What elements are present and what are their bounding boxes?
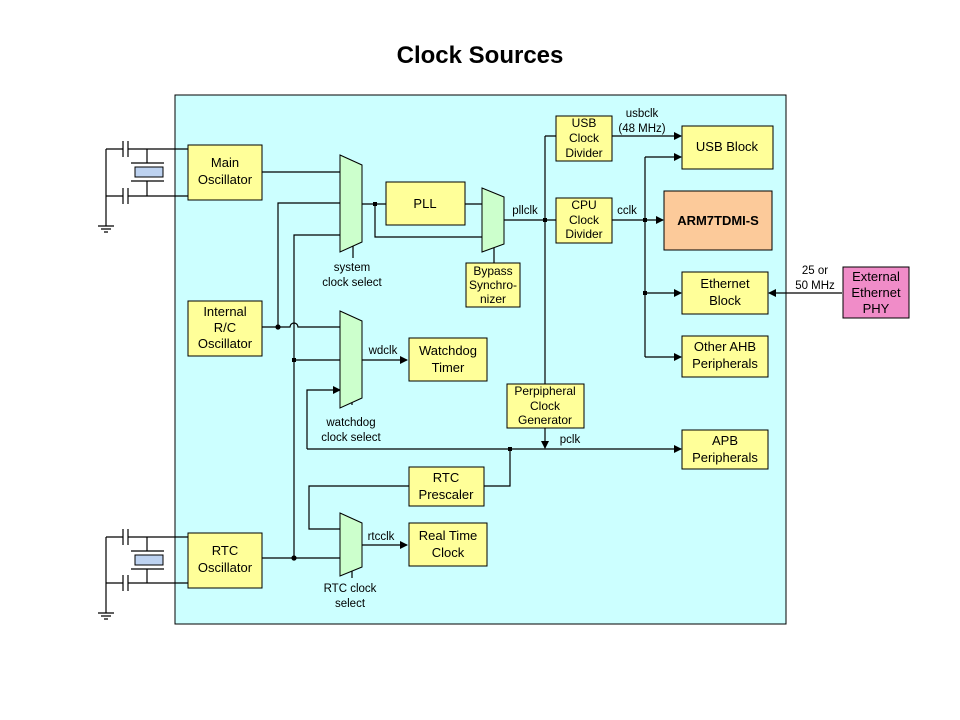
label-cclk: cclk bbox=[617, 205, 637, 217]
block-label: Timer bbox=[432, 360, 465, 375]
block-label: USB bbox=[572, 116, 597, 130]
block-label: Real Time bbox=[419, 528, 478, 543]
block-usb: USB Block bbox=[681, 125, 774, 170]
block-label: RTC bbox=[212, 543, 238, 558]
block-rtc-prescaler: RTC Prescaler bbox=[408, 466, 485, 507]
block-label: Oscillator bbox=[198, 336, 253, 351]
block-label: RTC bbox=[433, 470, 459, 485]
block-label: APB bbox=[712, 433, 738, 448]
label-pllclk: pllclk bbox=[512, 205, 538, 217]
block-real-time-clock: Real Time Clock bbox=[408, 522, 488, 567]
block-label: Synchro- bbox=[469, 278, 517, 292]
block-label: Main bbox=[211, 155, 239, 170]
block-label: nizer bbox=[480, 292, 506, 306]
block-label: Oscillator bbox=[198, 172, 253, 187]
block-label: USB Block bbox=[696, 139, 759, 154]
label-rtcclk: rtcclk bbox=[368, 531, 395, 543]
block-external-ethernet-phy: External Ethernet PHY bbox=[842, 266, 910, 319]
block-label: Ethernet bbox=[700, 276, 750, 291]
block-bypass-synchronizer: Bypass Synchro- nizer bbox=[465, 262, 521, 308]
watchdog-clock-select-mux bbox=[339, 310, 363, 409]
block-label: Peripherals bbox=[692, 356, 758, 371]
block-apb-peripherals: APB Peripherals bbox=[681, 429, 769, 470]
block-label: Internal bbox=[203, 304, 246, 319]
block-main-oscillator: Main Oscillator bbox=[187, 144, 263, 201]
block-label: PHY bbox=[863, 301, 890, 316]
crystal-icon bbox=[134, 166, 164, 178]
label-system-clock-select: system bbox=[334, 262, 370, 274]
block-rtc-oscillator: RTC Oscillator bbox=[187, 532, 263, 589]
rtc-crystal-circuit bbox=[98, 529, 188, 620]
block-label: Ethernet bbox=[851, 285, 901, 300]
block-label: PLL bbox=[413, 196, 436, 211]
label-eth-freq: 50 MHz bbox=[795, 280, 835, 292]
block-label: ARM7TDMI-S bbox=[677, 213, 759, 228]
block-label: Peripherals bbox=[692, 450, 758, 465]
label-eth-freq: 25 or bbox=[802, 265, 828, 277]
label-watchdog-clock-select: clock select bbox=[321, 432, 381, 444]
label-system-clock-select: clock select bbox=[322, 277, 382, 289]
label-usbclk: usbclk bbox=[626, 108, 659, 120]
block-ethernet: Ethernet Block bbox=[681, 271, 769, 315]
block-label: Generator bbox=[518, 413, 572, 427]
main-crystal-circuit bbox=[98, 141, 188, 233]
label-rtc-clock-select: RTC clock bbox=[324, 583, 377, 595]
block-label: Perpipheral bbox=[514, 384, 575, 398]
block-pll: PLL bbox=[385, 181, 466, 226]
label-rtc-clock-select: select bbox=[335, 598, 366, 610]
block-internal-rc-oscillator: Internal R/C Oscillator bbox=[187, 300, 263, 357]
block-other-ahb-peripherals: Other AHB Peripherals bbox=[681, 335, 769, 378]
block-cpu-clock-divider: CPU Clock Divider bbox=[555, 197, 613, 244]
block-label: Divider bbox=[565, 227, 602, 241]
label-usbclk-freq: (48 MHz) bbox=[618, 123, 665, 135]
rtc-clock-select-mux bbox=[339, 512, 363, 577]
block-label: Clock bbox=[530, 399, 561, 413]
block-peripheral-clock-generator: Perpipheral Clock Generator bbox=[506, 383, 585, 429]
block-label: Other AHB bbox=[694, 339, 756, 354]
block-watchdog-timer: Watchdog Timer bbox=[408, 337, 488, 382]
wires bbox=[262, 132, 842, 578]
system-clock-select-mux bbox=[339, 154, 363, 253]
block-usb-clock-divider: USB Clock Divider bbox=[555, 115, 613, 162]
junction-dots bbox=[275, 202, 647, 561]
label-pclk: pclk bbox=[560, 434, 581, 446]
label-wdclk: wdclk bbox=[368, 345, 398, 357]
block-label: Clock bbox=[432, 545, 465, 560]
block-label: External bbox=[852, 269, 900, 284]
ground-icon bbox=[98, 225, 114, 233]
block-label: CPU bbox=[571, 198, 596, 212]
block-label: Divider bbox=[565, 146, 602, 160]
block-label: Block bbox=[709, 293, 741, 308]
bypass-mux bbox=[481, 187, 505, 253]
block-label: R/C bbox=[214, 320, 236, 335]
block-arm7tdmi-s: ARM7TDMI-S bbox=[663, 190, 773, 251]
block-label: Watchdog bbox=[419, 343, 477, 358]
crystal-icon bbox=[134, 554, 164, 566]
diagram-title: Clock Sources bbox=[396, 42, 564, 69]
block-label: Bypass bbox=[473, 264, 512, 278]
block-label: Clock bbox=[569, 213, 600, 227]
ground-icon bbox=[98, 612, 114, 620]
label-watchdog-clock-select: watchdog bbox=[325, 417, 375, 429]
block-label: Clock bbox=[569, 131, 600, 145]
block-label: Prescaler bbox=[419, 487, 475, 502]
block-label: Oscillator bbox=[198, 560, 253, 575]
